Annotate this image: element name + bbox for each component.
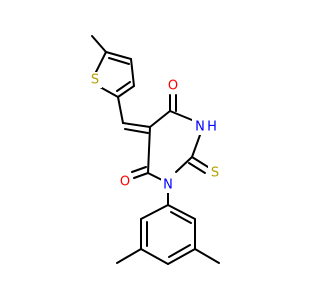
bond-aryl-c6-double bbox=[170, 211, 192, 224]
atom-label-layer: S O N H S N O bbox=[88, 72, 222, 193]
bond-thiophene-c4-c4-double bbox=[108, 57, 130, 65]
bond-c2-s-double bbox=[188, 162, 206, 174]
bond-methyl-thiophene bbox=[91, 35, 107, 53]
bond-thiophene-c3-c2-double bbox=[116, 81, 131, 92]
bond-c6-c5 bbox=[147, 126, 151, 174]
bond-aryl-c4-c5-double bbox=[168, 244, 191, 258]
bond-aryl-methyl-left bbox=[116, 248, 142, 264]
bond-aryl-c1-c6 bbox=[167, 204, 196, 220]
carbonyl-oxygen-bottom-label: O bbox=[120, 175, 130, 190]
bond-c2-s bbox=[191, 156, 209, 168]
bond-aryl-c3-c4 bbox=[140, 248, 169, 265]
bond-thiophene-c3-c2 bbox=[117, 85, 135, 98]
bond-aryl-methyl-right bbox=[194, 248, 220, 264]
nh-hydrogen-label: H bbox=[207, 120, 217, 135]
molecule-structure-diagram: S O N H S N O bbox=[88, 35, 222, 265]
thione-sulfur-label: S bbox=[211, 166, 219, 181]
structure-svg: S O N H S N O bbox=[88, 35, 222, 265]
bond-n3-c2 bbox=[191, 134, 201, 158]
atom-carbonyl-oxygen-top: O bbox=[166, 78, 180, 94]
thiophene-sulfur-label: S bbox=[91, 73, 99, 88]
bond-thiophene-c5-c4 bbox=[105, 51, 132, 60]
bond-aryl-c1-c2 bbox=[140, 204, 169, 220]
bond-methine-c5-double bbox=[124, 128, 149, 134]
atom-n-aryl: N bbox=[161, 177, 175, 193]
bond-c2-n1 bbox=[175, 156, 193, 173]
nh-nitrogen-label: N bbox=[195, 120, 205, 135]
n-aryl-label: N bbox=[163, 178, 173, 193]
bond-n1-c6 bbox=[147, 172, 163, 181]
bond-aryl-c4-c5 bbox=[167, 248, 196, 265]
bond-thiophene-c4-c3 bbox=[130, 58, 135, 87]
bond-methine-c5 bbox=[122, 122, 151, 128]
bond-c5-c4 bbox=[149, 110, 171, 128]
bond-thiophene-c2-s bbox=[99, 86, 119, 98]
bond-thiophene-s-c5 bbox=[94, 51, 107, 75]
bond-c6-o bbox=[133, 172, 149, 179]
atom-carbonyl-oxygen-bottom: O bbox=[118, 174, 132, 190]
atom-thione-sulfur: S bbox=[208, 165, 222, 181]
atom-nh: N H bbox=[192, 119, 220, 135]
carbonyl-oxygen-top-label: O bbox=[168, 79, 178, 94]
atom-thiophene-sulfur: S bbox=[88, 72, 102, 88]
bond-layer bbox=[91, 35, 220, 265]
bond-c4-n3 bbox=[169, 110, 193, 121]
bond-c6-o-double bbox=[131, 166, 147, 173]
bond-thiophene-methine bbox=[117, 96, 124, 124]
